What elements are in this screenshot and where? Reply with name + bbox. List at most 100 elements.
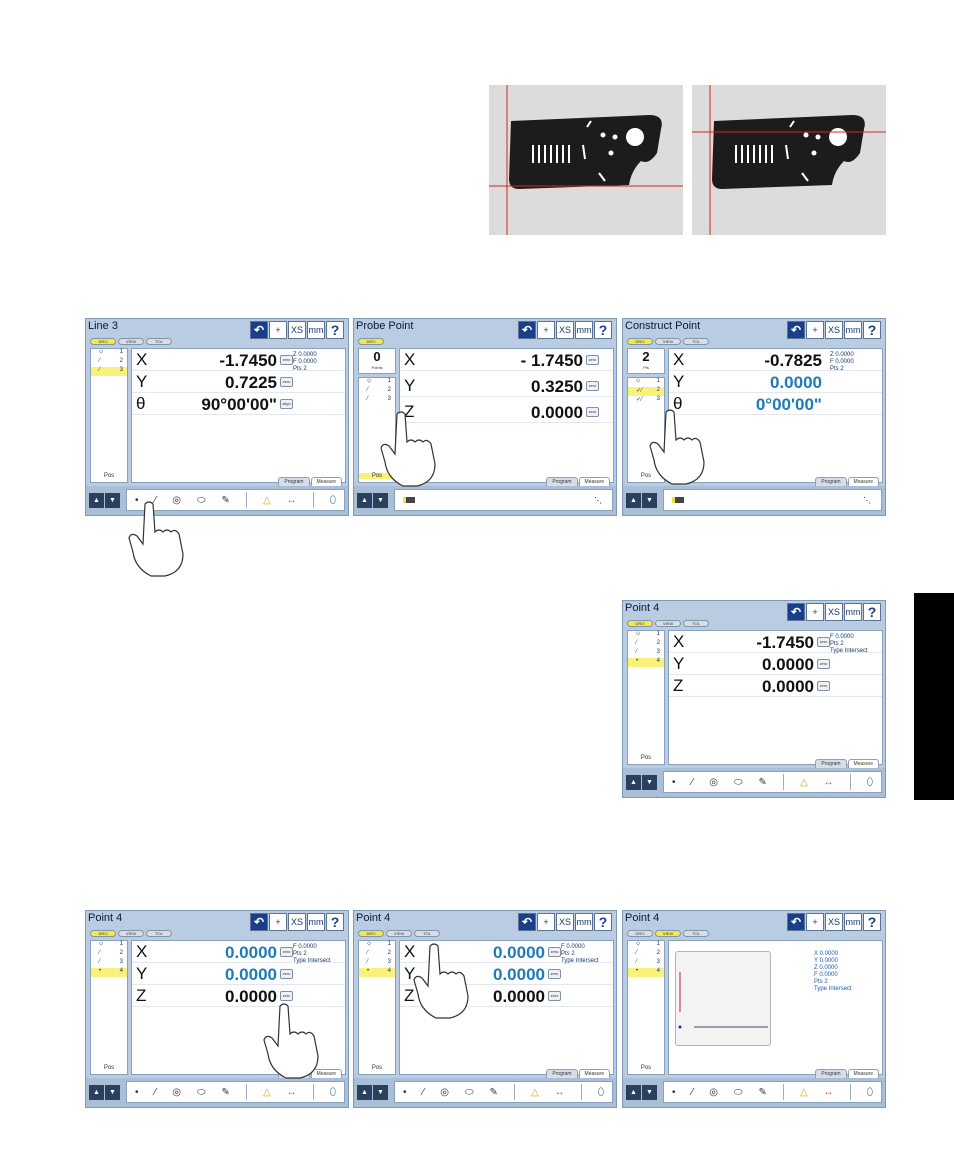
feature-list[interactable]: ⬦1 ⁄2 ⁄3 •4 Pos: [90, 940, 128, 1075]
tab-view[interactable]: VIEW: [118, 930, 144, 937]
scroll-up-button[interactable]: ▲: [89, 493, 104, 508]
tab-measure[interactable]: Measure: [847, 759, 879, 768]
probe-icon[interactable]: ✎: [221, 1086, 230, 1098]
scroll-up-button[interactable]: ▲: [89, 1085, 104, 1100]
tab-measure[interactable]: Measure: [578, 1069, 610, 1078]
crosshair-icon[interactable]: +: [269, 913, 287, 931]
units-button[interactable]: mm: [307, 913, 325, 931]
ref-button[interactable]: XS: [288, 913, 306, 931]
list-item[interactable]: ⁄2: [367, 950, 391, 956]
undo-icon[interactable]: ↶: [518, 913, 536, 931]
tab-view[interactable]: VIEW: [118, 338, 144, 345]
zero-button[interactable]: zero: [280, 355, 293, 365]
distance-icon[interactable]: ↔: [286, 1086, 297, 1098]
list-item[interactable]: ⁄2: [367, 387, 391, 393]
list-item[interactable]: ⬦1: [636, 378, 660, 384]
scroll-up-button[interactable]: ▲: [357, 493, 372, 508]
undo-icon[interactable]: ↶: [787, 321, 805, 339]
probe-icon[interactable]: ✎: [758, 1086, 767, 1098]
tab-program[interactable]: Program: [278, 1069, 310, 1078]
list-item[interactable]: ⁄2: [636, 640, 660, 646]
scroll-up-button[interactable]: ▲: [626, 1085, 641, 1100]
scroll-down-button[interactable]: ▼: [373, 493, 388, 508]
ref-button[interactable]: XS: [825, 603, 843, 621]
scroll-up-button[interactable]: ▲: [626, 493, 641, 508]
tab-dro[interactable]: DRO: [358, 338, 384, 345]
list-item[interactable]: ⁄3: [99, 959, 123, 965]
distance-icon[interactable]: ↔: [823, 1086, 834, 1098]
list-item[interactable]: ⬦1: [636, 941, 660, 947]
list-item[interactable]: ✓⁄3: [636, 396, 660, 403]
tab-view[interactable]: VIEW: [655, 930, 681, 937]
circle-icon[interactable]: ◎: [172, 1086, 181, 1098]
list-item[interactable]: ⁄3: [636, 649, 660, 655]
line-icon[interactable]: ⁄: [154, 494, 157, 506]
ref-button[interactable]: XS: [556, 913, 574, 931]
ref-button[interactable]: XS: [288, 321, 306, 339]
list-item[interactable]: ✓⁄2: [628, 387, 664, 396]
zero-button[interactable]: zero: [586, 355, 599, 365]
zero-button[interactable]: zero: [548, 947, 561, 957]
undo-icon[interactable]: ↶: [250, 913, 268, 931]
zero-button[interactable]: zero: [280, 377, 293, 387]
list-item[interactable]: ⬦1: [636, 631, 660, 637]
point-icon[interactable]: •: [135, 494, 139, 506]
list-item[interactable]: ⁄3: [367, 959, 391, 965]
ref-button[interactable]: XS: [556, 321, 574, 339]
tab-program[interactable]: Program: [815, 477, 847, 486]
crosshair-icon[interactable]: +: [537, 321, 555, 339]
ref-button[interactable]: XS: [825, 913, 843, 931]
tab-measure[interactable]: Measure: [847, 1069, 879, 1078]
point-icon[interactable]: •: [135, 1086, 139, 1098]
list-item[interactable]: ⬦1: [99, 941, 123, 947]
scroll-down-button[interactable]: ▼: [105, 1085, 120, 1100]
construct-icon[interactable]: △: [262, 494, 271, 506]
construct-icon[interactable]: △: [262, 1086, 271, 1098]
tab-measure[interactable]: Measure: [310, 477, 342, 486]
slot-icon[interactable]: ⬭: [196, 1086, 206, 1098]
feature-list[interactable]: ⬦1 ⁄2 ⁄3 Pos: [90, 348, 128, 483]
crosshair-icon[interactable]: +: [537, 913, 555, 931]
circle-icon[interactable]: ◎: [709, 1086, 718, 1098]
zero-button[interactable]: zero: [817, 637, 830, 647]
help-button[interactable]: ?: [326, 913, 344, 931]
probe-icon[interactable]: ✎: [489, 1086, 498, 1098]
tab-tol[interactable]: TOL: [146, 338, 172, 345]
list-item[interactable]: •4: [91, 968, 127, 977]
undo-icon[interactable]: ↶: [250, 321, 268, 339]
distance-icon[interactable]: ↔: [554, 1086, 565, 1098]
probe-icon[interactable]: ✎: [221, 494, 230, 506]
list-item[interactable]: ⬦1: [367, 941, 391, 947]
list-item[interactable]: ⁄3: [91, 367, 127, 376]
zero-button[interactable]: zero: [548, 969, 561, 979]
tab-dro[interactable]: DRO: [90, 338, 116, 345]
feature-list[interactable]: ⬦1 ⁄2 ⁄3 Pos: [358, 377, 396, 483]
slot-icon[interactable]: ⬭: [733, 776, 743, 788]
zero-button[interactable]: zero: [586, 407, 599, 417]
line-icon[interactable]: ⁄: [422, 1086, 425, 1098]
help-button[interactable]: ?: [863, 913, 881, 931]
tab-tol[interactable]: TOL: [683, 338, 709, 345]
help-button[interactable]: ?: [594, 321, 612, 339]
list-item[interactable]: ⁄3: [636, 959, 660, 965]
feature-list[interactable]: ⬦1 ✓⁄2 ✓⁄3 Pos: [627, 377, 665, 483]
line-icon[interactable]: ⁄: [691, 1086, 694, 1098]
tab-program[interactable]: Program: [546, 1069, 578, 1078]
help-button[interactable]: ?: [594, 913, 612, 931]
probe-icon[interactable]: ✎: [758, 776, 767, 788]
help-button[interactable]: ?: [863, 603, 881, 621]
list-item[interactable]: •4: [359, 968, 395, 977]
units-button[interactable]: mm: [575, 913, 593, 931]
tab-view[interactable]: VIEW: [655, 620, 681, 627]
tab-program[interactable]: Program: [546, 477, 578, 486]
list-item[interactable]: ⬦1: [367, 378, 391, 384]
slot-icon[interactable]: ⬭: [733, 1086, 743, 1098]
zero-button[interactable]: zero: [817, 681, 830, 691]
zero-button[interactable]: zero: [280, 991, 293, 1001]
eraser-icon[interactable]: ⬯: [866, 776, 873, 788]
list-item[interactable]: •4: [628, 968, 664, 977]
tab-view[interactable]: VIEW: [655, 338, 681, 345]
eraser-icon[interactable]: ⬯: [597, 1086, 604, 1098]
scroll-down-button[interactable]: ▼: [642, 775, 657, 790]
units-button[interactable]: mm: [844, 913, 862, 931]
